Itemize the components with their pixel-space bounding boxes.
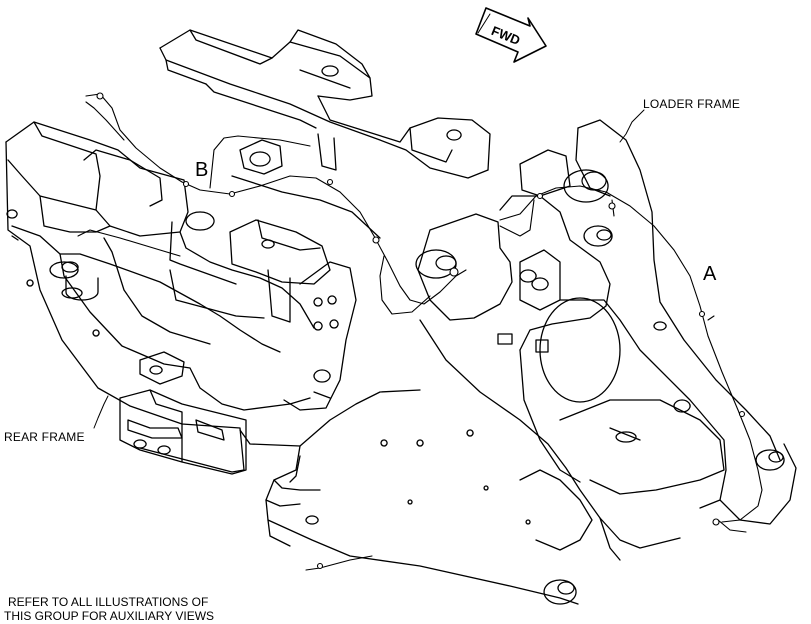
note-line-1: REFER TO ALL ILLUSTRATIONS OF [8, 595, 209, 609]
callout-a: A [703, 263, 717, 285]
upper-crossmember [159, 29, 491, 179]
leader-lines [93, 109, 645, 429]
note-line-2: THIS GROUP FOR AUXILIARY VIEWS [4, 609, 215, 623]
rear-pin-hub [49, 261, 99, 301]
wiring-harness [77, 92, 763, 571]
loader-frame-outline [415, 119, 797, 605]
loader-frame-label: LOADER FRAME [643, 97, 741, 111]
auxiliary-views-note: REFER TO ALL ILLUSTRATIONS OF THIS GROUP… [4, 595, 264, 623]
rear-frame-label: REAR FRAME [4, 430, 85, 444]
callout-b: B [195, 159, 209, 181]
rear-frame-outline [5, 121, 381, 473]
rear-hitch-block [119, 351, 247, 475]
fwd-arrow-icon [475, 7, 547, 63]
center-articulation [239, 261, 579, 605]
